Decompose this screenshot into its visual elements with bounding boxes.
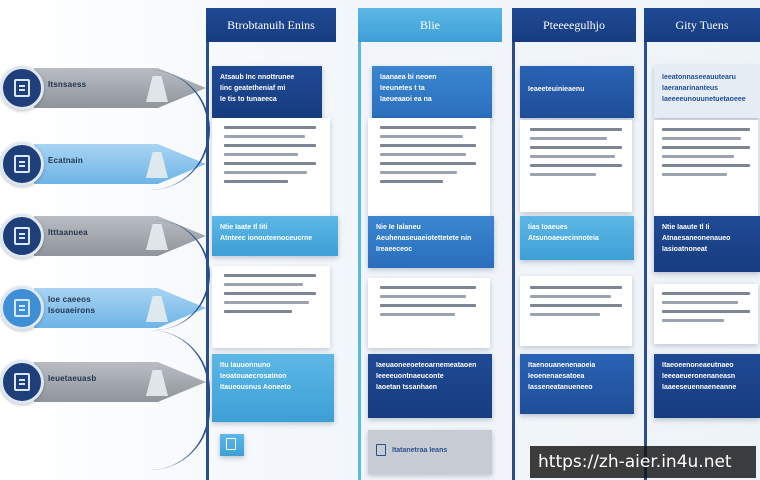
column-title: Gity Tuens <box>644 8 760 42</box>
info-band-top: Ieeatonnaseeauutearu Iaeranarinanteus Ia… <box>654 66 760 118</box>
info-band-bottom: Itu Iauuonnuno Ieoatouaecrosatnon Itaueo… <box>212 354 334 422</box>
text-card <box>654 120 758 216</box>
document-icon <box>14 227 30 245</box>
text-lines <box>530 128 622 182</box>
text-card <box>520 276 632 346</box>
footer-icon-tile <box>220 434 244 456</box>
document-icon <box>14 373 30 391</box>
text-card <box>212 266 330 348</box>
info-band-bottom: Itaenouanenenaoeia Ieoenenaesatoea Iasse… <box>520 354 634 414</box>
text-lines <box>662 128 750 182</box>
text-lines <box>662 292 750 328</box>
text-card <box>368 278 490 348</box>
category-label: Ecatnain <box>48 156 83 165</box>
connector-line <box>150 220 210 330</box>
category-row-4: Ioe caeeos Isouaeirons <box>0 282 210 338</box>
info-band-top: Atsaub Inc nnottrunee Iinc geatetheniaf … <box>212 66 322 118</box>
text-lines <box>380 286 476 322</box>
info-band-mid: Iias Ioaeues Atsunoaeuecinnoteia <box>520 216 634 260</box>
text-lines <box>530 286 622 322</box>
category-label: Itttaanuea <box>48 228 88 237</box>
text-lines <box>380 126 476 189</box>
info-band-top: Iaanaea bi neoen Ieeunetes t ta Iaeueaao… <box>372 66 492 118</box>
info-band-top: Ieaeeteuinieaenu <box>520 66 634 118</box>
info-band-bottom: Itaeoeenoneaeutnaeo Ieeeaeueronenaneasn … <box>654 354 760 418</box>
watermark-url: https://zh-aier.in4u.net <box>530 446 756 478</box>
document-icon <box>14 79 30 97</box>
document-icon <box>376 444 386 457</box>
category-badge <box>0 142 44 186</box>
category-badge <box>0 214 44 258</box>
info-band-bottom: Iaeuaoneeoeteoarnemeataoen Ieeeeuontnaeu… <box>368 354 492 418</box>
column-rail <box>644 42 647 480</box>
info-band-mid: Nie Ie Ialaneu Aeuhenaseuaeiotettetete n… <box>368 216 494 268</box>
text-card <box>368 118 490 216</box>
connector-line <box>140 330 210 470</box>
column-rail <box>206 42 209 480</box>
category-badge <box>0 360 44 404</box>
category-badge <box>0 66 44 110</box>
document-icon <box>226 438 236 450</box>
column-rail <box>512 42 515 480</box>
category-label: Itsnsaess <box>48 80 87 89</box>
footer-tile: Itatanetraa Ieans <box>368 430 492 474</box>
text-lines <box>224 274 316 319</box>
column-title: Blie <box>358 8 502 42</box>
column-title: Btrobtanuih Enins <box>206 8 336 42</box>
document-icon <box>14 155 30 173</box>
text-card <box>212 118 330 216</box>
column-title: Pteeeegulhjo <box>512 8 636 42</box>
connector-line <box>150 70 210 190</box>
document-icon <box>14 299 30 317</box>
info-band-mid: Ntie Iaaute tl Ii Atnaesaneonenaueo Iasi… <box>654 216 760 272</box>
column-rail <box>358 42 361 480</box>
category-label: Ioe caeeos Isouaeirons <box>48 295 96 315</box>
info-band-mid: Ntie Iaate tl Iiti Atnteec ionouteenoceu… <box>212 216 338 256</box>
text-card <box>520 120 632 212</box>
text-card <box>654 284 758 344</box>
category-label: Ieuetaeuasb <box>48 374 97 383</box>
category-badge <box>0 286 44 330</box>
text-lines <box>224 126 316 189</box>
